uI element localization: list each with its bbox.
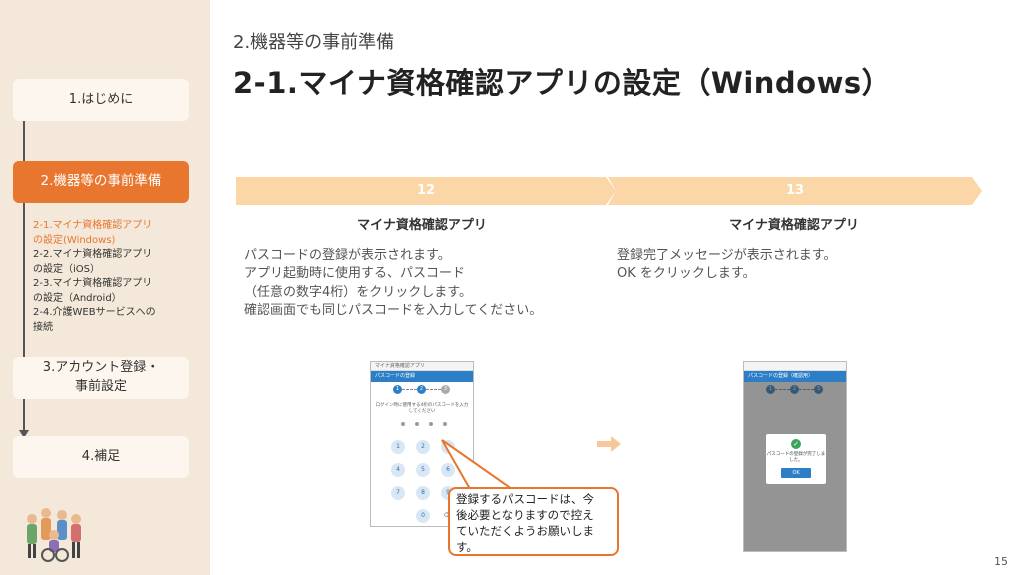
passcode-instruction: ログイン時に使用する4桁のパスコードを入力してください [375, 403, 469, 414]
key-2[interactable]: 2 [416, 440, 430, 454]
step-number: 13 [785, 183, 805, 198]
step-chevron [236, 177, 616, 205]
completion-dialog: ✓ パスコードの登録が完了しました。 OK [766, 434, 826, 484]
step-description: パスコードの登録が表示されます。 アプリ起動時に使用する、パスコード （任意の数… [244, 248, 543, 319]
key-6[interactable]: 6 [441, 463, 455, 477]
sub-nav-item-ios[interactable]: 2-2.マイナ資格確認アプリ の設定（iOS） [33, 249, 153, 275]
nav-item-device-preparation[interactable]: 2.機器等の事前準備 [13, 161, 189, 203]
window-header: パスコードの登録（確認用） [744, 371, 846, 382]
key-5[interactable]: 5 [416, 463, 430, 477]
key-0[interactable]: 0 [416, 509, 430, 523]
sidebar: 1.はじめに 2.機器等の事前準備 2-1.マイナ資格確認アプリ の設定(Win… [0, 0, 210, 575]
people-illustration-icon [27, 508, 81, 562]
progress-dot: 2 [417, 385, 426, 394]
nav-label: 1.はじめに [68, 91, 134, 107]
arrow-right-icon [597, 436, 621, 452]
progress-dot: 3 [441, 385, 450, 394]
numeric-keypad: 1 2 3 4 5 6 7 8 9 0 ⌫ [391, 440, 455, 523]
timeline-arrow [19, 430, 29, 438]
nav-item-supplement[interactable]: 4.補足 [13, 436, 189, 478]
window-titlebar: マイナ資格確認アプリ [371, 362, 473, 371]
key-8[interactable]: 8 [416, 486, 430, 500]
nav-item-introduction[interactable]: 1.はじめに [13, 79, 189, 121]
dialog-message: パスコードの登録が完了しました。 [766, 452, 826, 463]
step-title: マイナ資格確認アプリ [729, 218, 859, 233]
passcode-dots [401, 422, 447, 426]
nav-label: 事前設定 [74, 379, 127, 394]
page-number: 15 [994, 555, 1008, 568]
check-icon: ✓ [791, 439, 801, 449]
sub-nav-item-windows[interactable]: 2-1.マイナ資格確認アプリ の設定(Windows) [33, 220, 153, 246]
progress-dot: 1 [393, 385, 402, 394]
nav-item-account-registration[interactable]: 3.アカウント登録・ 事前設定 [13, 357, 189, 399]
step-description: 登録完了メッセージが表示されます。 OK をクリックします。 [617, 248, 837, 282]
nav-label: 4.補足 [81, 448, 121, 464]
window-titlebar [744, 362, 846, 371]
nav-label: 3.アカウント登録・ [42, 360, 160, 376]
callout-pointer [441, 439, 516, 490]
key-1[interactable]: 1 [391, 440, 405, 454]
key-7[interactable]: 7 [391, 486, 405, 500]
step-band-12: 12 [236, 177, 616, 205]
section-label: 2.機器等の事前準備 [233, 32, 395, 53]
step-title: マイナ資格確認アプリ [357, 218, 487, 233]
window-header: パスコードの登録 [371, 371, 473, 382]
timeline-line [23, 120, 25, 432]
registration-complete-screen: パスコードの登録（確認用） 1 2 3 ✓ パスコードの登録が完了しました。 O… [743, 361, 847, 552]
key-empty [391, 509, 405, 523]
passcode-note-callout: 登録するパスコードは、今 後必要となりますので控え ていただくようお願いしま す… [448, 487, 619, 556]
backspace-key[interactable]: ⌫ [441, 509, 455, 523]
nav-label: 2.機器等の事前準備 [40, 173, 162, 190]
key-4[interactable]: 4 [391, 463, 405, 477]
step-chevron [608, 177, 982, 205]
ok-button[interactable]: OK [781, 468, 811, 478]
sub-nav-item-android[interactable]: 2-3.マイナ資格確認アプリ の設定（Android） [33, 278, 153, 304]
step-number: 12 [416, 183, 436, 198]
progress-steps: 1 2 3 [393, 385, 450, 394]
step-band-13: 13 [608, 177, 982, 205]
page-title: 2-1.マイナ資格確認アプリの設定（Windows） [233, 66, 892, 100]
sub-nav-item-web-service[interactable]: 2-4.介護WEBサービスへの 接続 [33, 307, 156, 333]
sub-nav-list: 2-1.マイナ資格確認アプリ の設定(Windows) 2-2.マイナ資格確認ア… [33, 219, 183, 335]
